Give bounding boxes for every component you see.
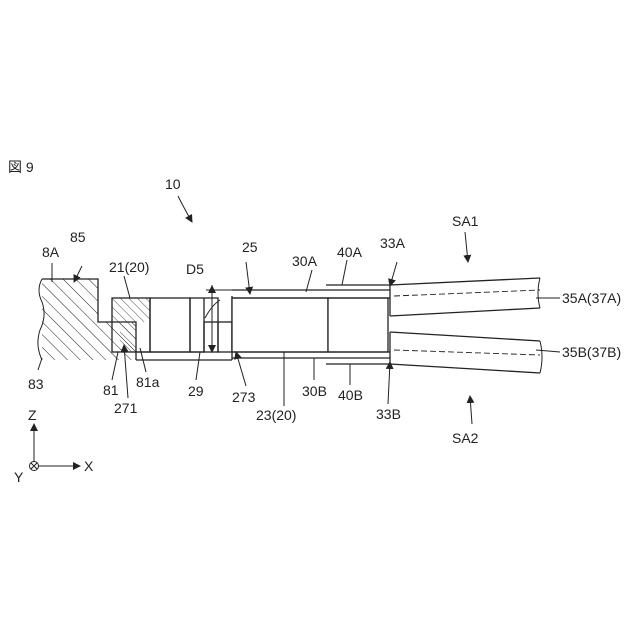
label-40b: 40B (338, 387, 363, 403)
label-sa2: SA2 (452, 430, 479, 446)
assembly-leader-arrow (178, 196, 192, 222)
axis-label-x: X (84, 458, 94, 474)
label-33b: 33B (376, 406, 401, 422)
coordinate-axes: Z X Y (14, 407, 94, 485)
axis-label-y: Y (14, 469, 24, 485)
label-29: 29 (188, 383, 204, 399)
label-21-20: 21(20) (109, 259, 149, 275)
member-21 (112, 298, 204, 352)
label-30b: 30B (302, 383, 327, 399)
label-35a-37a: 35A(37A) (562, 290, 621, 306)
cable-sa1 (390, 278, 540, 316)
label-40a: 40A (337, 244, 363, 260)
sleeve-29 (204, 296, 232, 360)
label-23-20: 23(20) (256, 407, 296, 423)
label-81: 81 (103, 382, 119, 398)
label-81a: 81a (136, 374, 160, 390)
label-271: 271 (114, 400, 138, 416)
plate-30b (232, 352, 390, 364)
label-35b-37b: 35B(37B) (562, 344, 621, 360)
label-sa1: SA1 (452, 213, 479, 229)
assembly-label-10: 10 (165, 176, 181, 192)
tube-23 (232, 298, 388, 352)
label-30a: 30A (292, 253, 318, 269)
label-33a: 33A (380, 235, 406, 251)
plate-30a (232, 285, 390, 298)
cable-sa2 (390, 332, 542, 373)
label-25: 25 (242, 239, 258, 255)
figure-title: 図 9 (8, 159, 34, 175)
label-d5: D5 (186, 261, 204, 277)
label-273: 273 (232, 389, 256, 405)
label-8a: 8A (42, 244, 60, 260)
label-85: 85 (70, 229, 86, 245)
axis-label-z: Z (28, 407, 37, 423)
label-83: 83 (28, 376, 44, 392)
